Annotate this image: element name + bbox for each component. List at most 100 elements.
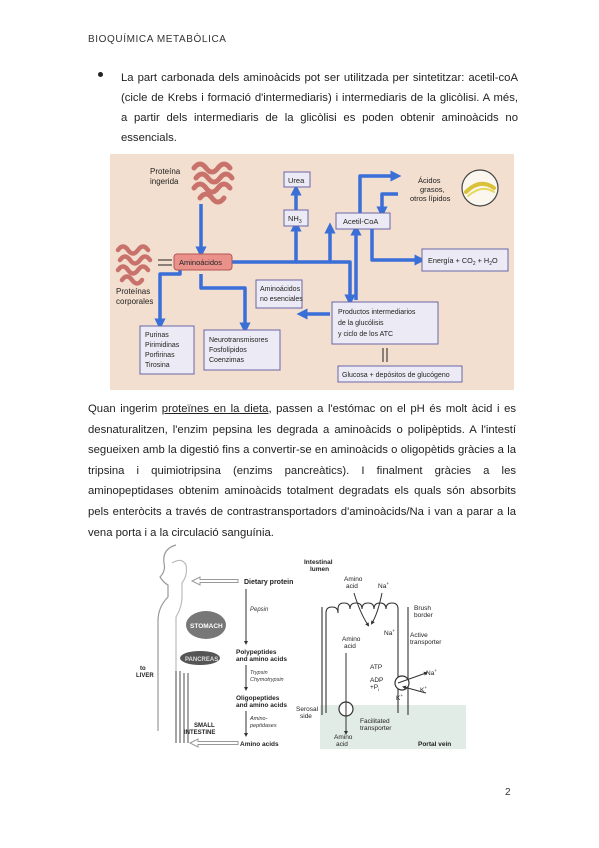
arrow-acetil-to-lipids xyxy=(358,170,402,214)
label-side: side xyxy=(300,713,312,720)
pancreas-icon xyxy=(180,651,220,665)
label-amino-top-1: Amino xyxy=(344,576,363,583)
arrow-na-out xyxy=(397,671,428,684)
label-fosfolipidos: Fosfolípidos xyxy=(209,347,247,354)
label-amino-top-2: acid xyxy=(346,583,358,590)
label-aminopeptidases-1: Amino- xyxy=(249,716,268,722)
para-part2: , passen a l'estómac on el pH és molt àc… xyxy=(88,403,517,539)
label-oligopeptides-1: Oligopeptides xyxy=(236,695,280,702)
label-acidos: Ácidos xyxy=(418,176,441,185)
enterocyte-cell xyxy=(321,602,409,715)
label-oligopeptides-2: and amino acids xyxy=(236,702,287,709)
metabolism-diagram: Proteína ingerida Proteínas corporales xyxy=(110,154,514,390)
label-amino-bot-1: Amino xyxy=(334,734,353,741)
body-paragraph: Quan ingerim proteïnes en la dieta, pass… xyxy=(88,399,516,543)
energia-box xyxy=(421,248,509,272)
label-nh3: NH3 xyxy=(288,214,302,225)
label-grasos: grasos, xyxy=(420,185,445,194)
label-proteina: Proteína xyxy=(150,167,181,176)
label-proteinas: Proteínas xyxy=(116,287,150,296)
label-dietary-protein: Dietary protein xyxy=(244,579,293,586)
label-polypeptides-2: and amino acids xyxy=(236,656,287,663)
label-pepsin: Pepsin xyxy=(250,607,269,613)
purinas-box xyxy=(139,325,195,375)
label-aminopeptidases-2: peptidases xyxy=(249,723,277,729)
label-corporales: corporales xyxy=(116,297,153,306)
para-underlined: proteïnes en la dieta xyxy=(161,403,269,415)
label-chymotrypsin: Chymotrypsin xyxy=(250,677,284,683)
nh3-box xyxy=(283,209,309,227)
label-polypeptides-1: Polypeptides xyxy=(236,649,277,656)
label-liver: LIVER xyxy=(136,673,154,679)
label-active: Active xyxy=(410,632,428,639)
label-acetil-coa: Acetil-CoA xyxy=(343,217,378,226)
label-na-top: Na+ xyxy=(378,581,389,590)
label-intestine: INTESTINE xyxy=(184,730,215,736)
aminoacidos-box xyxy=(173,253,233,271)
bullet-text: La part carbonada dels aminoàcids pot se… xyxy=(121,72,518,144)
arrow-dietary xyxy=(190,576,239,586)
arrow-aa-to-purinas xyxy=(154,270,182,330)
label-pirimidinas: Pirimidinas xyxy=(145,342,180,349)
bullet-dot xyxy=(98,72,103,77)
arrow-aa-to-products xyxy=(330,260,356,306)
label-to: to xyxy=(140,666,146,672)
label-no-esenciales-1: Aminoácidos xyxy=(260,286,301,293)
label-porfirinas: Porfirinas xyxy=(145,352,175,359)
arrow-aa-entry xyxy=(353,592,370,627)
label-productos-3: y ciclo de los ATC xyxy=(338,331,393,338)
acetil-coa-box xyxy=(335,212,391,230)
neuro-box xyxy=(203,329,281,371)
label-amino-mid-2: acid xyxy=(344,643,356,650)
arrow-aa-to-nh3 xyxy=(230,220,302,264)
arrow-lipids-to-acetil xyxy=(376,192,398,218)
intestine-icon xyxy=(175,671,189,743)
label-portal-vein: Portal vein xyxy=(418,741,451,748)
label-aminoacidos: Aminoácidos xyxy=(179,258,222,267)
label-purinas: Purinas xyxy=(145,332,169,339)
label-coenzimas: Coenzimas xyxy=(209,357,245,364)
label-no-esenciales-2: no esenciales xyxy=(260,296,303,303)
running-header: BIOQUÍMICA METABÒLICA xyxy=(88,34,227,45)
label-otros-lipidos: otros lípidos xyxy=(410,194,451,203)
fatty-acid-icon xyxy=(461,169,499,207)
bullet-item: La part carbonada dels aminoàcids pot se… xyxy=(98,68,518,148)
arrow-aa-to-acetil xyxy=(296,222,336,264)
label-glucosa: Glucosa + depósitos de glucógeno xyxy=(342,372,450,379)
human-silhouette xyxy=(157,544,188,737)
arrow-k-in xyxy=(402,685,427,694)
para-part1: Quan ingerim xyxy=(88,403,162,415)
label-adp: ADP xyxy=(370,677,383,684)
arrow-amino-out xyxy=(188,738,239,748)
label-k-1: K+ xyxy=(420,685,427,694)
label-na-mid: Na+ xyxy=(384,628,395,637)
page-number: 2 xyxy=(505,787,511,798)
label-amino-mid-1: Amino xyxy=(342,636,361,643)
arrow-na-entry xyxy=(370,592,383,625)
label-amino-acids: Amino acids xyxy=(240,741,279,748)
label-intestinal: Intestinal xyxy=(304,559,333,566)
label-productos-1: Productos intermediarios xyxy=(338,309,416,316)
label-border: border xyxy=(414,612,434,619)
label-trypsin: Trypsin xyxy=(250,670,268,676)
label-energia: Energía + CO2 + H2O xyxy=(428,256,498,267)
label-atp: ATP xyxy=(370,664,382,671)
urea-box xyxy=(283,171,311,188)
label-facilitated-transporter: transporter xyxy=(360,725,392,732)
label-k-2: K+ xyxy=(396,693,403,702)
label-serosal: Serosal xyxy=(296,706,319,713)
arrow-aa-to-neuro xyxy=(199,274,251,334)
label-stomach: STOMACH xyxy=(190,623,223,630)
digestion-diagram: STOMACH PANCREAS to LIVER SMALL INTESTIN… xyxy=(136,543,466,753)
productos-box xyxy=(331,301,439,345)
label-small: SMALL xyxy=(194,723,215,729)
label-brush: Brush xyxy=(414,605,431,612)
label-lumen: lumen xyxy=(310,566,329,573)
stomach-icon xyxy=(186,611,226,639)
label-facilitated: Facilitated xyxy=(360,718,390,725)
body-protein-icon xyxy=(115,244,153,286)
label-na-out: Na+ xyxy=(426,668,437,677)
no-esenciales-box xyxy=(255,279,303,309)
label-tirosina: Tirosina xyxy=(145,362,170,369)
label-ingerida: ingerida xyxy=(150,177,179,186)
